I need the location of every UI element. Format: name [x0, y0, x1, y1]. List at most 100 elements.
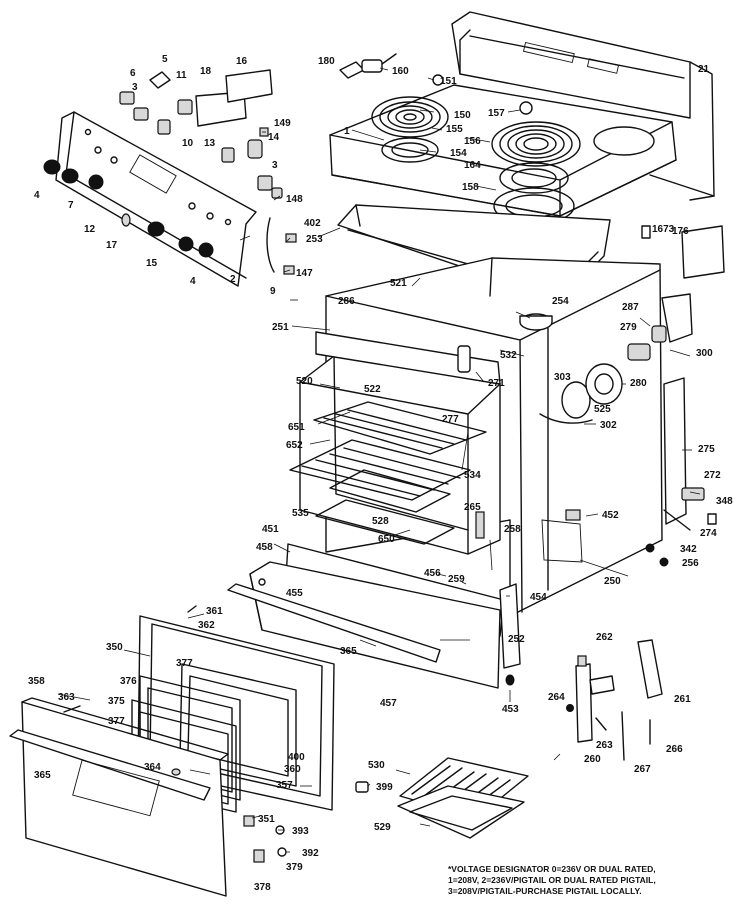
part-label: 258 — [504, 524, 521, 535]
part-label: 252 — [508, 634, 525, 645]
part-label: 378 — [254, 882, 271, 893]
part-label: 458 — [256, 542, 273, 553]
part-label: 287 — [622, 302, 639, 313]
broiler-pan — [355, 757, 529, 839]
part-label: 1 — [344, 126, 350, 137]
part-label: 520 — [296, 376, 313, 387]
part-label: 267 — [634, 764, 651, 775]
part-label: 1673 — [652, 224, 675, 235]
part-label: 6 — [130, 68, 136, 79]
part-label: 11 — [176, 70, 187, 81]
part-label: 393 — [292, 826, 309, 837]
part-label: 271 — [488, 378, 505, 389]
part-label: 157 — [488, 108, 505, 119]
part-label: 10 — [182, 138, 194, 149]
part-label: 535 — [292, 508, 309, 519]
part-label: 280 — [630, 378, 647, 389]
part-label: 360 — [284, 764, 301, 775]
part-label: 303 — [554, 372, 571, 383]
backsplash-panel — [451, 11, 715, 201]
part-label: 521 — [390, 278, 407, 289]
part-label: 529 — [374, 822, 391, 833]
surface-unit-right — [491, 121, 581, 225]
part-label: 260 — [584, 754, 601, 765]
oven-door-outer — [9, 697, 229, 897]
part-number-labels: 1 2 3 3 4 4 5 6 7 9 10 11 12 13 14 15 16… — [28, 54, 733, 893]
part-label: 300 — [696, 348, 713, 359]
part-label: 457 — [380, 698, 397, 709]
part-label: 264 — [548, 692, 565, 703]
part-label: 454 — [530, 592, 547, 603]
part-label: 261 — [674, 694, 691, 705]
part-label: 21 — [698, 64, 710, 75]
part-label: 149 — [274, 118, 291, 129]
part-label: 5 — [162, 54, 168, 65]
part-label: 266 — [666, 744, 683, 755]
part-label: 365 — [340, 646, 357, 657]
switch-parts — [119, 69, 297, 275]
part-label: 530 — [368, 760, 385, 771]
part-label: 14 — [268, 132, 280, 143]
part-label: 455 — [286, 588, 303, 599]
part-label: 9 — [270, 286, 276, 297]
part-label: 3 — [272, 160, 278, 171]
part-label: 302 — [600, 420, 617, 431]
part-label: 379 — [286, 862, 303, 873]
part-label: 286 — [338, 296, 355, 307]
part-label: 265 — [464, 502, 481, 513]
part-label: 361 — [206, 606, 223, 617]
part-label: 164 — [464, 160, 481, 171]
storage-drawer — [227, 543, 521, 689]
surface-unit-left — [371, 96, 449, 163]
part-label: 376 — [120, 676, 137, 687]
part-label: 451 — [262, 524, 279, 535]
part-label: 364 — [144, 762, 161, 773]
part-label: 277 — [442, 414, 459, 425]
leader-lines — [57, 67, 701, 853]
part-label: 358 — [28, 676, 45, 687]
part-label: 13 — [204, 138, 216, 149]
part-label: 4 — [190, 276, 196, 287]
part-label: 160 — [392, 66, 409, 77]
part-label: 3 — [132, 82, 138, 93]
part-label: 452 — [602, 510, 619, 521]
part-label: 342 — [680, 544, 697, 555]
part-label: 363 — [58, 692, 75, 703]
part-label: 16 — [236, 56, 248, 67]
part-label: 528 — [372, 516, 389, 527]
part-label: 377 — [108, 716, 125, 727]
part-label: 150 — [454, 110, 471, 121]
right-side-components — [457, 225, 725, 567]
part-label: 18 — [200, 66, 212, 77]
part-label: 532 — [500, 350, 517, 361]
part-label: 456 — [424, 568, 441, 579]
part-label: 151 — [440, 76, 457, 87]
part-label: 362 — [198, 620, 215, 631]
part-label: 377 — [176, 658, 193, 669]
part-label: 158 — [462, 182, 479, 193]
part-label: 12 — [84, 224, 96, 235]
part-label: 256 — [682, 558, 699, 569]
part-label: 525 — [594, 404, 611, 415]
part-label: 453 — [502, 704, 519, 715]
part-label: 357 — [276, 780, 293, 791]
part-label: 263 — [596, 740, 613, 751]
door-hinges — [566, 639, 663, 761]
part-label: 15 — [146, 258, 158, 269]
part-label: 279 — [620, 322, 637, 333]
voltage-designator-note: *VOLTAGE DESIGNATOR 0=236V OR DUAL RATED… — [448, 864, 748, 897]
part-label: 274 — [700, 528, 717, 539]
part-label: 348 — [716, 496, 733, 507]
note-line-2: 1=208V, 2=236V/PIGTAIL OR DUAL RATED PIG… — [448, 875, 656, 885]
note-line-1: *VOLTAGE DESIGNATOR 0=236V OR DUAL RATED… — [448, 864, 656, 874]
part-label: 259 — [448, 574, 465, 585]
part-label: 400 — [288, 752, 305, 763]
part-label: 250 — [604, 576, 621, 587]
part-label: 148 — [286, 194, 303, 205]
part-label: 180 — [318, 56, 335, 67]
part-label: 534 — [464, 470, 481, 481]
part-label: 2 — [230, 274, 236, 285]
oven-racks — [289, 401, 487, 545]
part-label: 651 — [288, 422, 305, 433]
part-label: 399 — [376, 782, 393, 793]
